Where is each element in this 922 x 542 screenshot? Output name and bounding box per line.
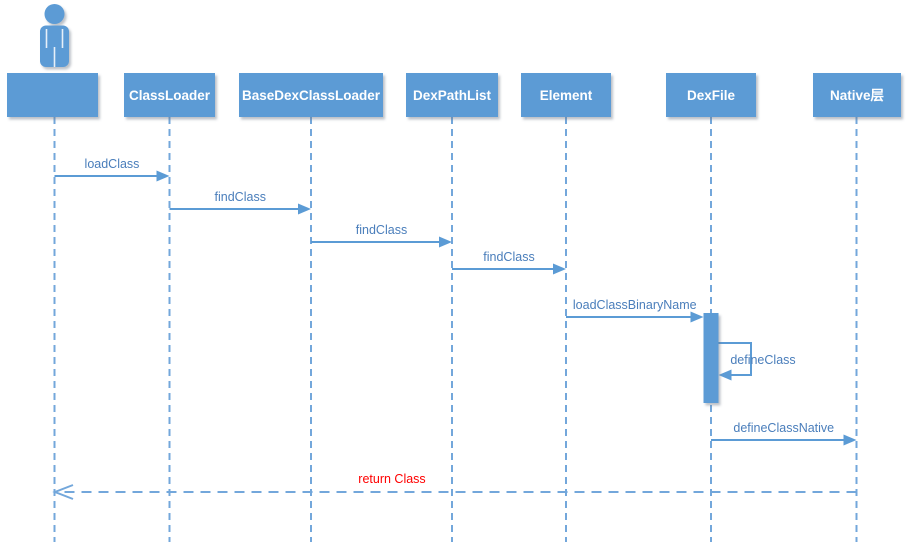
arrowhead-icon [156,170,170,182]
participant-dexfile: DexFile [666,73,756,117]
open-arrowhead-icon [52,484,74,500]
participant-box [239,73,383,117]
participant-label: DexFile [687,88,736,103]
arrowhead-icon [690,311,704,323]
message-findclass: findClass [452,250,566,275]
participant-element: Element [521,73,611,117]
arrowhead-icon [718,369,732,381]
message-label: return Class [358,472,425,486]
message-label: defineClass [730,353,795,367]
participant-label: ClassLoader [129,88,211,103]
participant-label: Native层 [830,88,884,103]
message-label: loadClassBinaryName [573,298,697,312]
activation-bar-dexfile [703,313,719,403]
participant-box [7,73,98,117]
participant-dexpathlist: DexPathList [406,73,498,117]
message-return-class: return Class [52,472,857,500]
message-label: findClass [356,223,407,237]
message-label: findClass [215,190,266,204]
actor-limbs [45,29,64,67]
arrowhead-icon [298,203,311,215]
arrowhead-icon [439,236,452,248]
message-defineclass: defineClass [718,342,796,381]
message-findclass: findClass [311,223,452,248]
actor-head [44,4,65,24]
message-findclass: findClass [169,190,311,215]
participant-label: Element [540,88,593,103]
participant-classloader: ClassLoader [124,73,215,117]
message-label: findClass [483,250,534,264]
participant-box [406,73,498,117]
participant-box [521,73,611,117]
message-loadclassbinaryname: loadClassBinaryName [566,298,704,323]
participant-label: DexPathList [413,88,492,103]
participant-basedexclassloader: BaseDexClassLoader [239,73,383,117]
participant-box [813,73,901,117]
message-label: defineClassNative [733,421,834,435]
arrowhead-icon [553,263,566,275]
message-defineclassnative: defineClassNative [711,421,857,446]
arrowhead-icon [843,434,857,446]
message-loadclass: loadClass [54,157,170,182]
message-label: loadClass [85,157,140,171]
participant-user [7,4,98,117]
self-message-line [718,342,752,376]
actor-icon [40,4,69,67]
participant-box [666,73,756,117]
participant-label: BaseDexClassLoader [242,88,381,103]
participant-native-layer: Native层 [813,73,901,117]
participant-box [124,73,215,117]
